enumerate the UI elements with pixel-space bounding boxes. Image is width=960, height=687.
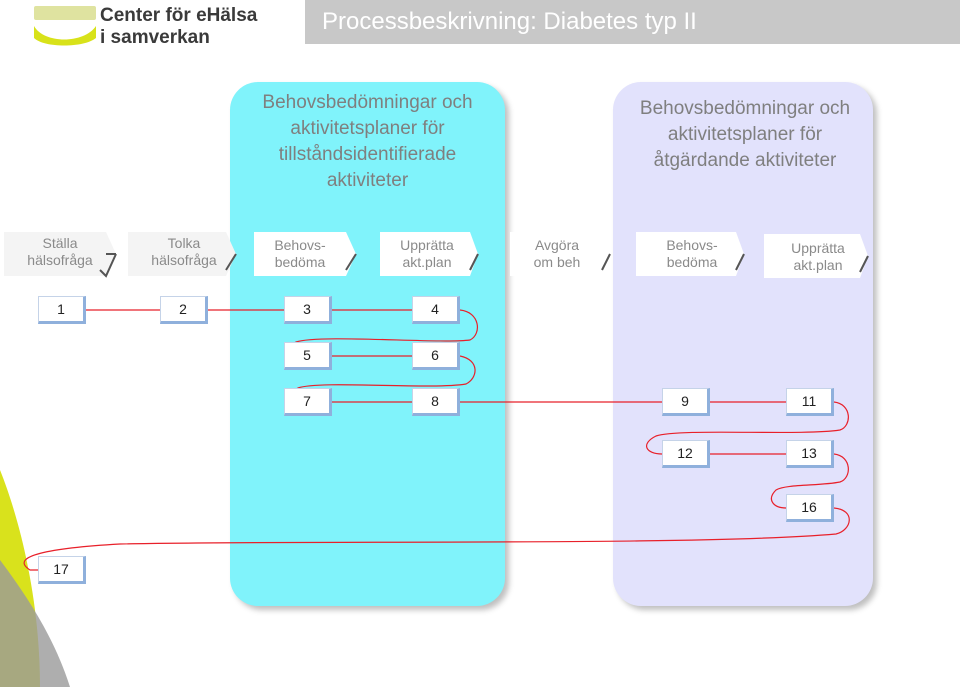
step-box-4: 4 xyxy=(412,296,460,324)
decorative-swoosh-shadow xyxy=(0,560,70,687)
panel-treatment-title: Behovsbedömningar och aktivitetsplaner f… xyxy=(639,98,851,171)
logo-line2: i samverkan xyxy=(100,27,210,48)
title-bar xyxy=(305,0,960,44)
step-box-9: 9 xyxy=(662,388,710,416)
step-label-6: Behovs-bedöma xyxy=(666,237,718,270)
step-box-8: 8 xyxy=(412,388,460,416)
step-box-16: 16 xyxy=(786,494,834,522)
step-box-12: 12 xyxy=(662,440,710,468)
step-box-1: 1 xyxy=(38,296,86,324)
step-box-17: 17 xyxy=(38,556,86,584)
step-chevron-6 xyxy=(636,232,744,276)
logo-icon xyxy=(34,6,96,46)
step-chevron-2 xyxy=(128,232,236,276)
step-box-13: 13 xyxy=(786,440,834,468)
step-chevron-7 xyxy=(764,234,868,278)
step-chevron-5 xyxy=(510,232,610,276)
step-box-5: 5 xyxy=(284,342,332,370)
step-box-7: 7 xyxy=(284,388,332,416)
panel-identification-title: Behovsbedömningar och aktivitetsplaner f… xyxy=(262,92,473,191)
step-chevron-4 xyxy=(380,232,478,276)
page-title: Processbeskrivning: Diabetes typ II xyxy=(322,8,697,35)
process-steps-row xyxy=(4,232,869,278)
flow-16-17 xyxy=(23,507,850,571)
step-chevron-3 xyxy=(254,232,356,276)
logo-line1: Center för eHälsa xyxy=(100,5,258,26)
step-box-2: 2 xyxy=(160,296,208,324)
flow-11-12 xyxy=(646,401,849,455)
step-box-11: 11 xyxy=(786,388,834,416)
step-chevron-1 xyxy=(4,232,116,276)
step-label-3: Behovs-bedöma xyxy=(274,237,326,270)
flow-13-16 xyxy=(771,453,849,509)
step-box-6: 6 xyxy=(412,342,460,370)
step-box-3: 3 xyxy=(284,296,332,324)
